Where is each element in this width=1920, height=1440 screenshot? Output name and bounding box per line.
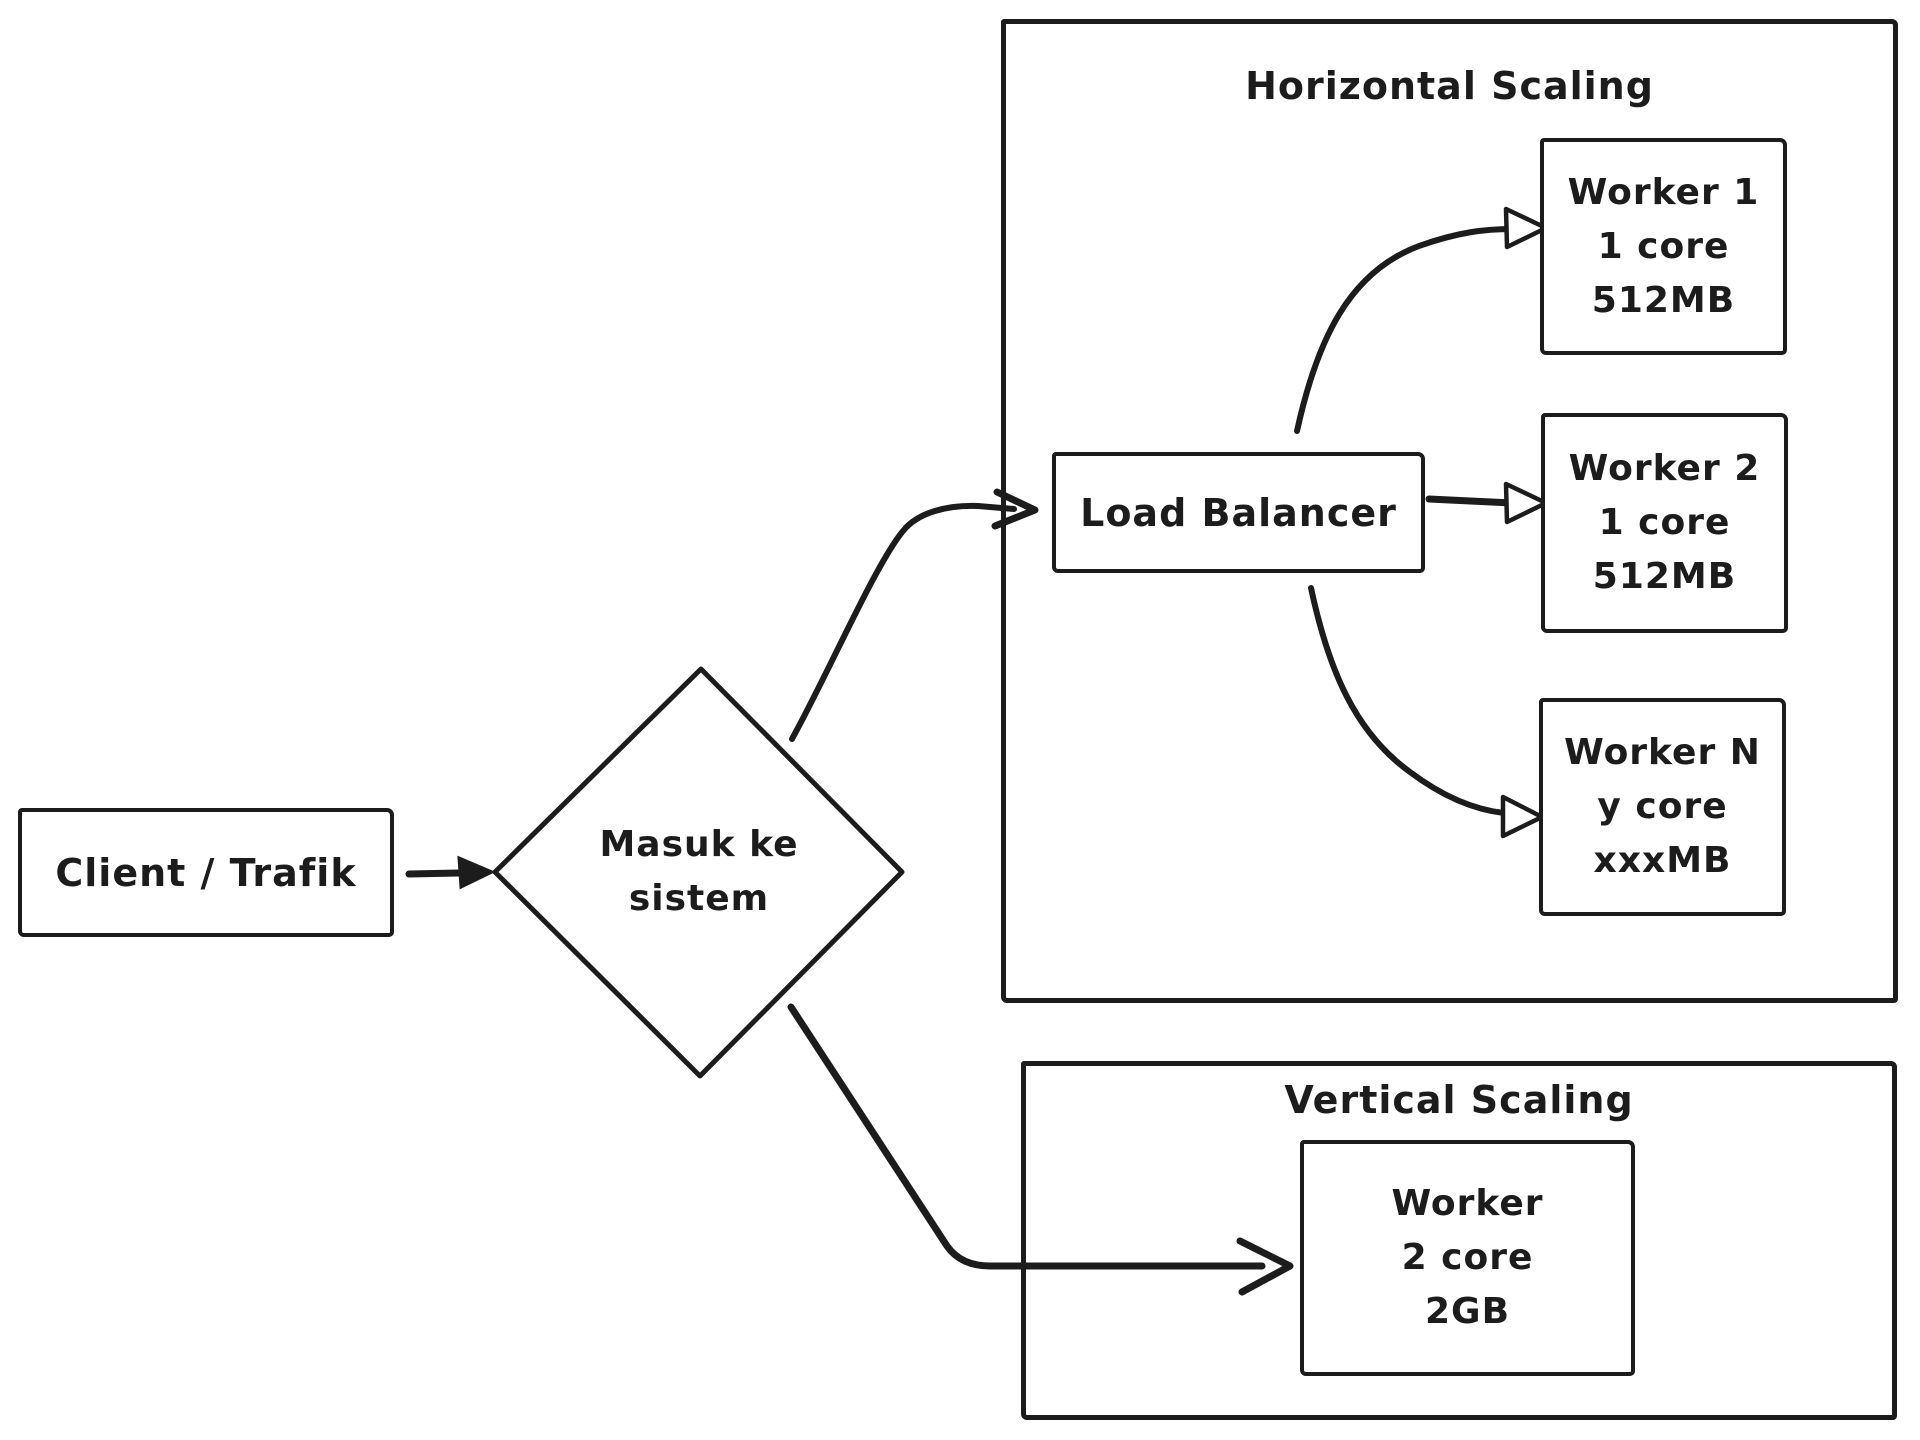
vertical-worker-name: Worker	[1391, 1183, 1544, 1224]
decision-diamond-shape	[492, 666, 905, 1079]
vertical-worker-cores: 2 core	[1401, 1237, 1534, 1278]
arrow-lb-to-worker1	[1294, 206, 1549, 434]
worker1-cores: 1 core	[1597, 225, 1730, 267]
workerN-name: Worker N	[1564, 732, 1761, 773]
arrow-lb-to-worker2	[1425, 481, 1549, 525]
decision-label-line2: sistem	[628, 878, 770, 919]
load-balancer-node: Load Balancer	[1052, 452, 1425, 573]
client-label: Client / Trafik	[55, 850, 357, 895]
workerN-node: Worker N y core xxxMB	[1539, 698, 1786, 916]
worker2-memory: 512MB	[1592, 556, 1737, 597]
worker2-name: Worker 2	[1568, 448, 1761, 489]
vertical-worker-memory: 2GB	[1424, 1291, 1511, 1332]
worker1-node: Worker 1 1 core 512MB	[1540, 138, 1787, 355]
worker2-node: Worker 2 1 core 512MB	[1541, 413, 1788, 633]
worker2-cores: 1 core	[1598, 502, 1731, 543]
arrow-client-to-decision	[405, 855, 496, 890]
arrow-decision-to-vertical-worker	[787, 1003, 1294, 1296]
arrow-lb-to-workerN	[1308, 585, 1545, 839]
worker1-memory: 512MB	[1591, 279, 1736, 321]
workerN-cores: y core	[1597, 786, 1728, 827]
workerN-memory: xxxMB	[1593, 840, 1732, 881]
arrow-decision-to-load-balancer	[789, 488, 1039, 742]
decision-label-line1: Masuk ke	[599, 824, 799, 865]
vertical-scaling-group: Vertical Scaling	[1021, 1061, 1897, 1420]
vertical-worker-node: Worker 2 core 2GB	[1300, 1140, 1635, 1376]
client-node: Client / Trafik	[18, 808, 394, 937]
vertical-scaling-title: Vertical Scaling	[1284, 1078, 1634, 1122]
horizontal-scaling-title: Horizontal Scaling	[1245, 64, 1654, 108]
load-balancer-label: Load Balancer	[1080, 490, 1397, 535]
decision-node-label: Masuk ke sistem	[549, 818, 849, 926]
worker1-name: Worker 1	[1567, 171, 1760, 213]
